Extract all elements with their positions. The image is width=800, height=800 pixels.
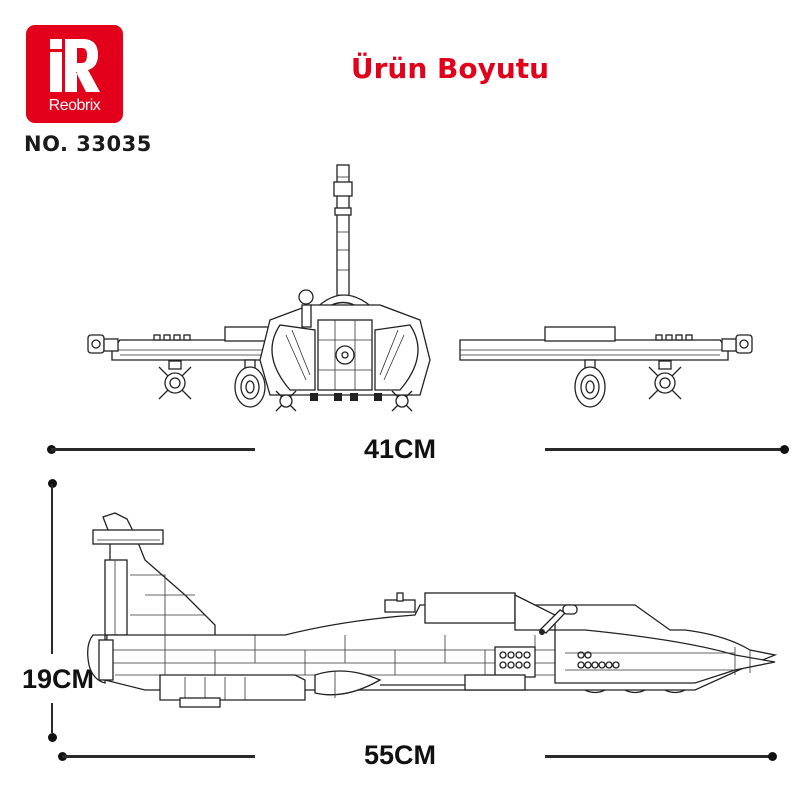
brand-name: Reobrix [48, 97, 101, 114]
length-label: 55CM [255, 738, 545, 772]
reobrix-r-logo-icon [50, 39, 100, 92]
height-top-dot [48, 479, 57, 488]
wingspan-end-dot [780, 445, 789, 454]
side-view-aircraft-illustration [87, 512, 778, 708]
front-view-aircraft-illustration [87, 164, 753, 412]
model-number: NO. 33035 [24, 132, 152, 156]
page-title: Ürün Boyutu [350, 52, 550, 85]
height-bottom-dot [48, 733, 57, 742]
wingspan-label: 41CM [255, 432, 545, 466]
height-dimension-line-bottom [51, 703, 53, 733]
brand-logo: Reobrix [26, 25, 123, 123]
length-end-dot [768, 752, 777, 761]
height-dimension-line-top [51, 484, 53, 654]
